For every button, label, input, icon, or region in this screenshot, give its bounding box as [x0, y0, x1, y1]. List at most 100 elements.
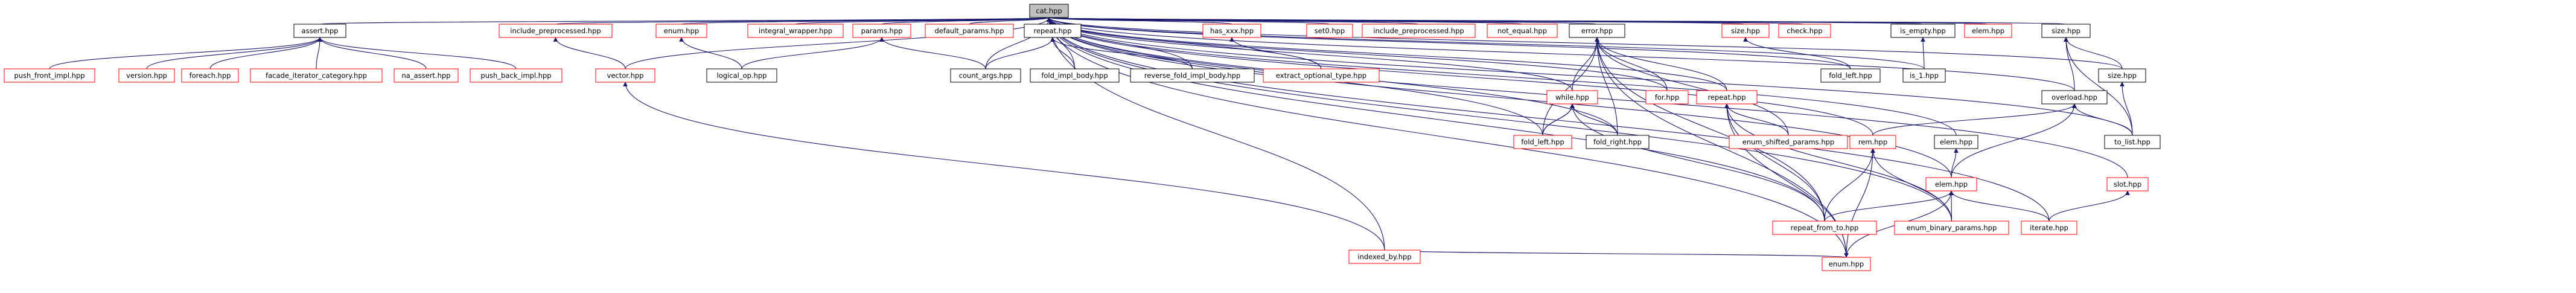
node-default-params[interactable]: default_params.hpp [925, 24, 1014, 38]
node-label: fold_impl_body.hpp [1041, 71, 1108, 80]
node-indexed-by[interactable]: indexed_by.hpp [1348, 250, 1421, 264]
node-box [1925, 177, 1977, 192]
node-label: iterate.hpp [2030, 224, 2068, 232]
node-label: set0.hpp [1315, 27, 1345, 35]
edge-size-2-to-size-3 [2064, 37, 2123, 69]
node-count-args[interactable]: count_args.hpp [950, 68, 1021, 83]
node-label: elem.hpp [1972, 27, 2004, 35]
node-elem-3[interactable]: elem.hpp [1925, 177, 1977, 192]
node-label: fold_left.hpp [1521, 138, 1564, 146]
edge-error-to-repeat-from-to [1595, 37, 1825, 222]
node-vector[interactable]: vector.hpp [595, 68, 655, 83]
node-label: rem.hpp [1858, 138, 1887, 146]
node-fold-left-1[interactable]: fold_left.hpp [1513, 135, 1572, 149]
node-label: not_equal.hpp [1497, 27, 1547, 35]
node-size-3[interactable]: size.hpp [2098, 68, 2146, 83]
node-label: to_list.hpp [2114, 138, 2150, 146]
node-push-front-impl[interactable]: push_front_impl.hpp [4, 68, 95, 83]
node-box [2021, 221, 2077, 235]
edge-error-to-enum-shifted-params [1595, 37, 1789, 136]
node-facade-iterator-category[interactable]: facade_iterator_category.hpp [250, 68, 383, 83]
node-box [1964, 24, 2012, 38]
node-slot[interactable]: slot.hpp [2106, 177, 2149, 192]
node-elem-2[interactable]: elem.hpp [1934, 135, 1978, 149]
node-foreach[interactable]: foreach.hpp [181, 68, 239, 83]
node-box [1030, 68, 1120, 83]
node-elem-1[interactable]: elem.hpp [1964, 24, 2012, 38]
edge-params-to-logical-op [741, 37, 884, 69]
node-box [1696, 90, 1758, 105]
node-to-list[interactable]: to_list.hpp [2104, 135, 2161, 149]
node-fold-right[interactable]: fold_right.hpp [1586, 135, 1650, 149]
node-box [2106, 177, 2149, 192]
node-error[interactable]: error.hpp [1569, 24, 1625, 38]
node-na-assert[interactable]: na_assert.hpp [394, 68, 459, 83]
node-fold-impl-body[interactable]: fold_impl_body.hpp [1030, 68, 1120, 83]
node-box [1569, 24, 1625, 38]
node-for[interactable]: for.hpp [1645, 90, 1689, 105]
edge-cat-to-rem [1047, 17, 1873, 136]
edge-size-3-to-to-list [2120, 82, 2133, 136]
node-extract-optional-type[interactable]: extract_optional_type.hpp [1263, 68, 1380, 83]
node-box [595, 68, 655, 83]
edge-assert-to-version [146, 37, 322, 69]
node-repeat-1[interactable]: repeat.hpp [1024, 24, 1082, 38]
node-set0[interactable]: set0.hpp [1306, 24, 1353, 38]
node-repeat-2[interactable]: repeat.hpp [1696, 90, 1758, 105]
node-box [1263, 68, 1380, 83]
node-is-1[interactable]: is_1.hpp [1902, 68, 1946, 83]
node-include-preprocessed-2[interactable]: include_preprocessed.hpp [1362, 24, 1476, 38]
node-enum-binary-params[interactable]: enum_binary_params.hpp [1894, 221, 2009, 235]
node-label: elem.hpp [1940, 138, 1972, 146]
node-label: include_preprocessed.hpp [510, 27, 601, 35]
node-integral-wrapper[interactable]: integral_wrapper.hpp [747, 24, 844, 38]
edge-assert-to-facade-iterator-category [316, 37, 322, 69]
node-enum-1[interactable]: enum.hpp [655, 24, 707, 38]
node-iterate[interactable]: iterate.hpp [2021, 221, 2077, 235]
node-params[interactable]: params.hpp [852, 24, 911, 38]
edge-assert-to-na-assert [317, 37, 427, 69]
node-overload[interactable]: overload.hpp [2041, 90, 2108, 105]
edge-error-to-for [1595, 37, 1668, 91]
node-box [852, 24, 911, 38]
edge-cat-to-elem-2 [1047, 17, 1957, 136]
edge-rem-to-enum-binary-params [1870, 148, 1953, 222]
edge-cat-to-iterate [1047, 17, 2050, 222]
node-logical-op[interactable]: logical_op.hpp [706, 68, 777, 83]
node-box [1130, 68, 1255, 83]
edge-enum-2-to-indexed-by [1384, 250, 1848, 258]
edge-cat-to-overload [1047, 17, 2075, 91]
node-version[interactable]: version.hpp [118, 68, 175, 83]
node-push-back-impl[interactable]: push_back_impl.hpp [470, 68, 563, 83]
node-repeat-from-to[interactable]: repeat_from_to.hpp [1772, 221, 1877, 235]
node-fold-left-2[interactable]: fold_left.hpp [1820, 68, 1881, 83]
node-box [1546, 90, 1598, 105]
node-reverse-fold-impl-body[interactable]: reverse_fold_impl_body.hpp [1130, 68, 1255, 83]
node-box [250, 68, 383, 83]
node-label: push_front_impl.hpp [14, 71, 84, 80]
node-enum-shifted-params[interactable]: enum_shifted_params.hpp [1729, 135, 1848, 149]
node-check[interactable]: check.hpp [1778, 24, 1831, 38]
node-label: enum.hpp [664, 27, 699, 35]
edge-overload-to-elem-3 [1951, 103, 2077, 178]
node-while[interactable]: while.hpp [1546, 90, 1598, 105]
node-not-equal[interactable]: not_equal.hpp [1487, 24, 1558, 38]
node-label: size.hpp [2108, 71, 2137, 80]
node-rem[interactable]: rem.hpp [1849, 135, 1896, 149]
node-size-1[interactable]: size.hpp [1721, 24, 1770, 38]
node-label: reverse_fold_impl_body.hpp [1144, 71, 1240, 80]
edge-elem-3-to-repeat-from-to [1824, 190, 1954, 222]
node-is-empty[interactable]: is_empty.hpp [1890, 24, 1956, 38]
node-include-preprocessed-1[interactable]: include_preprocessed.hpp [499, 24, 613, 38]
node-box [1902, 68, 1946, 83]
node-label: vector.hpp [607, 71, 644, 80]
node-size-2[interactable]: size.hpp [2041, 24, 2091, 38]
node-label: indexed_by.hpp [1357, 253, 1411, 261]
node-box [1029, 4, 1069, 18]
node-label: has_xxx.hpp [1210, 27, 1254, 35]
node-cat[interactable]: cat.hpp [1029, 4, 1069, 18]
node-label: fold_left.hpp [1829, 71, 1872, 80]
node-enum-2[interactable]: enum.hpp [1822, 257, 1871, 271]
node-assert[interactable]: assert.hpp [293, 24, 346, 38]
node-has-xxx[interactable]: has_xxx.hpp [1202, 24, 1261, 38]
